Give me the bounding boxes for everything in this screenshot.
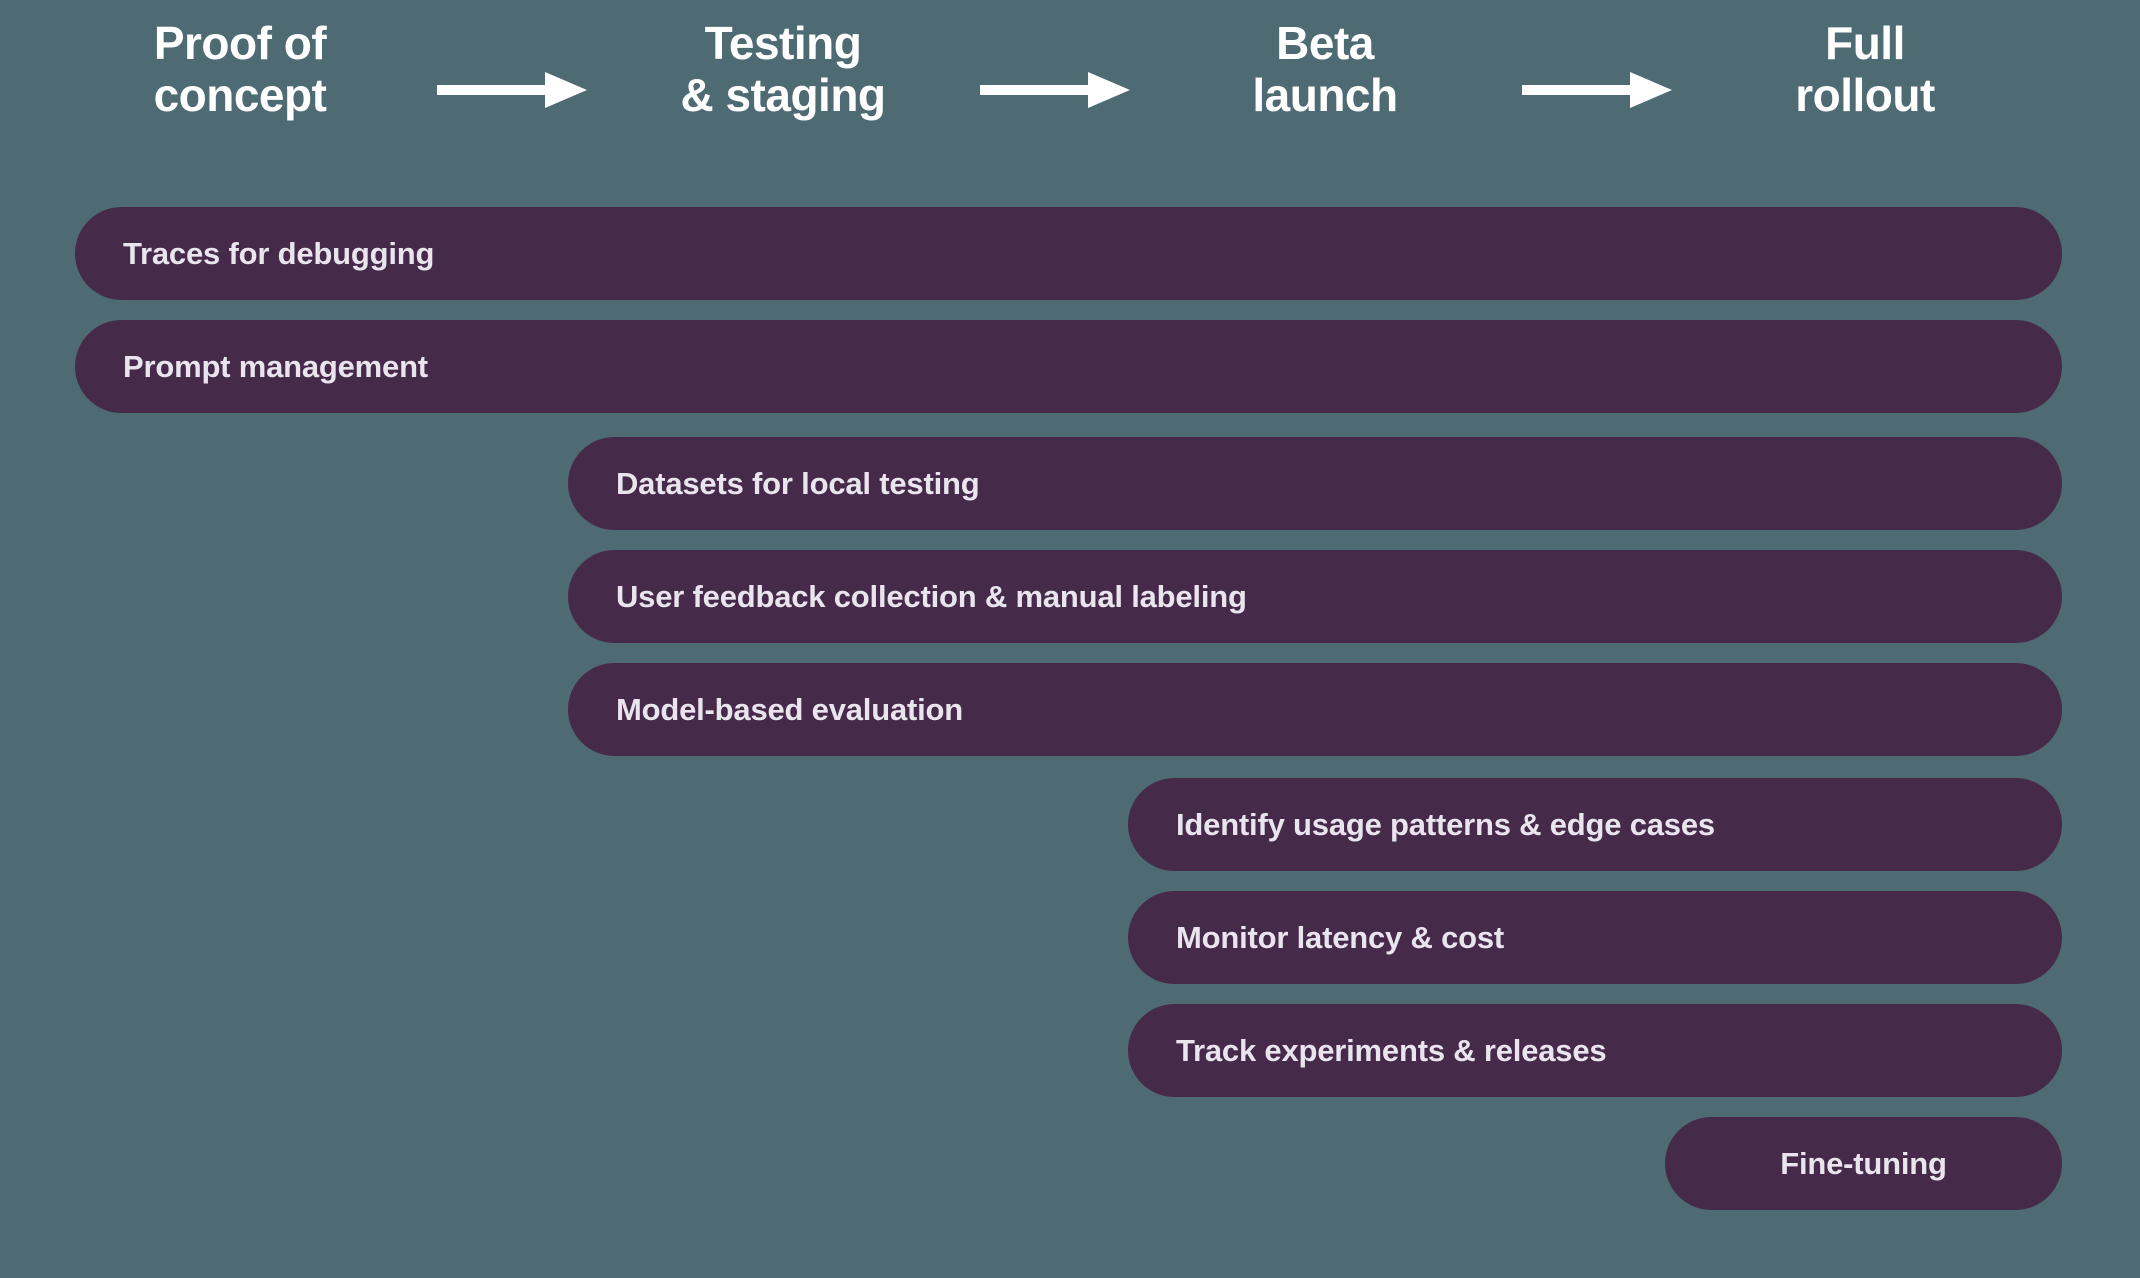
capability-bar[interactable]: Prompt management xyxy=(75,320,2062,413)
arrow-right-icon xyxy=(980,72,1130,108)
capability-bar[interactable]: Monitor latency & cost xyxy=(1128,891,2062,984)
capability-bar-label: Prompt management xyxy=(123,348,428,384)
capability-bar-label: Traces for debugging xyxy=(123,235,435,271)
capability-bar-label: Identify usage patterns & edge cases xyxy=(1176,806,1715,842)
arrow-right-icon xyxy=(437,72,587,108)
capability-bar[interactable]: Identify usage patterns & edge cases xyxy=(1128,778,2062,871)
capability-bar-label: Model-based evaluation xyxy=(616,691,963,727)
stage-header-full-rollout: Full rollout xyxy=(1795,17,1935,121)
capability-bar-label: Datasets for local testing xyxy=(616,465,980,501)
stage-header-testing-and-staging: Testing & staging xyxy=(680,17,886,121)
capability-bar-label: Fine-tuning xyxy=(1780,1145,1947,1181)
capability-bar[interactable]: Fine-tuning xyxy=(1665,1117,2062,1210)
capability-bar-label: User feedback collection & manual labeli… xyxy=(616,578,1247,614)
capability-bar[interactable]: Model-based evaluation xyxy=(568,663,2062,756)
capability-bar[interactable]: User feedback collection & manual labeli… xyxy=(568,550,2062,643)
capability-bar[interactable]: Datasets for local testing xyxy=(568,437,2062,530)
arrow-right-icon xyxy=(1522,72,1672,108)
capability-bar[interactable]: Traces for debugging xyxy=(75,207,2062,300)
stage-header-proof-of-concept: Proof of concept xyxy=(153,17,327,121)
capability-bar-label: Monitor latency & cost xyxy=(1176,919,1505,955)
stage-header-beta-launch: Beta launch xyxy=(1252,17,1398,121)
capability-bar-label: Track experiments & releases xyxy=(1176,1032,1607,1068)
capability-bar[interactable]: Track experiments & releases xyxy=(1128,1004,2062,1097)
